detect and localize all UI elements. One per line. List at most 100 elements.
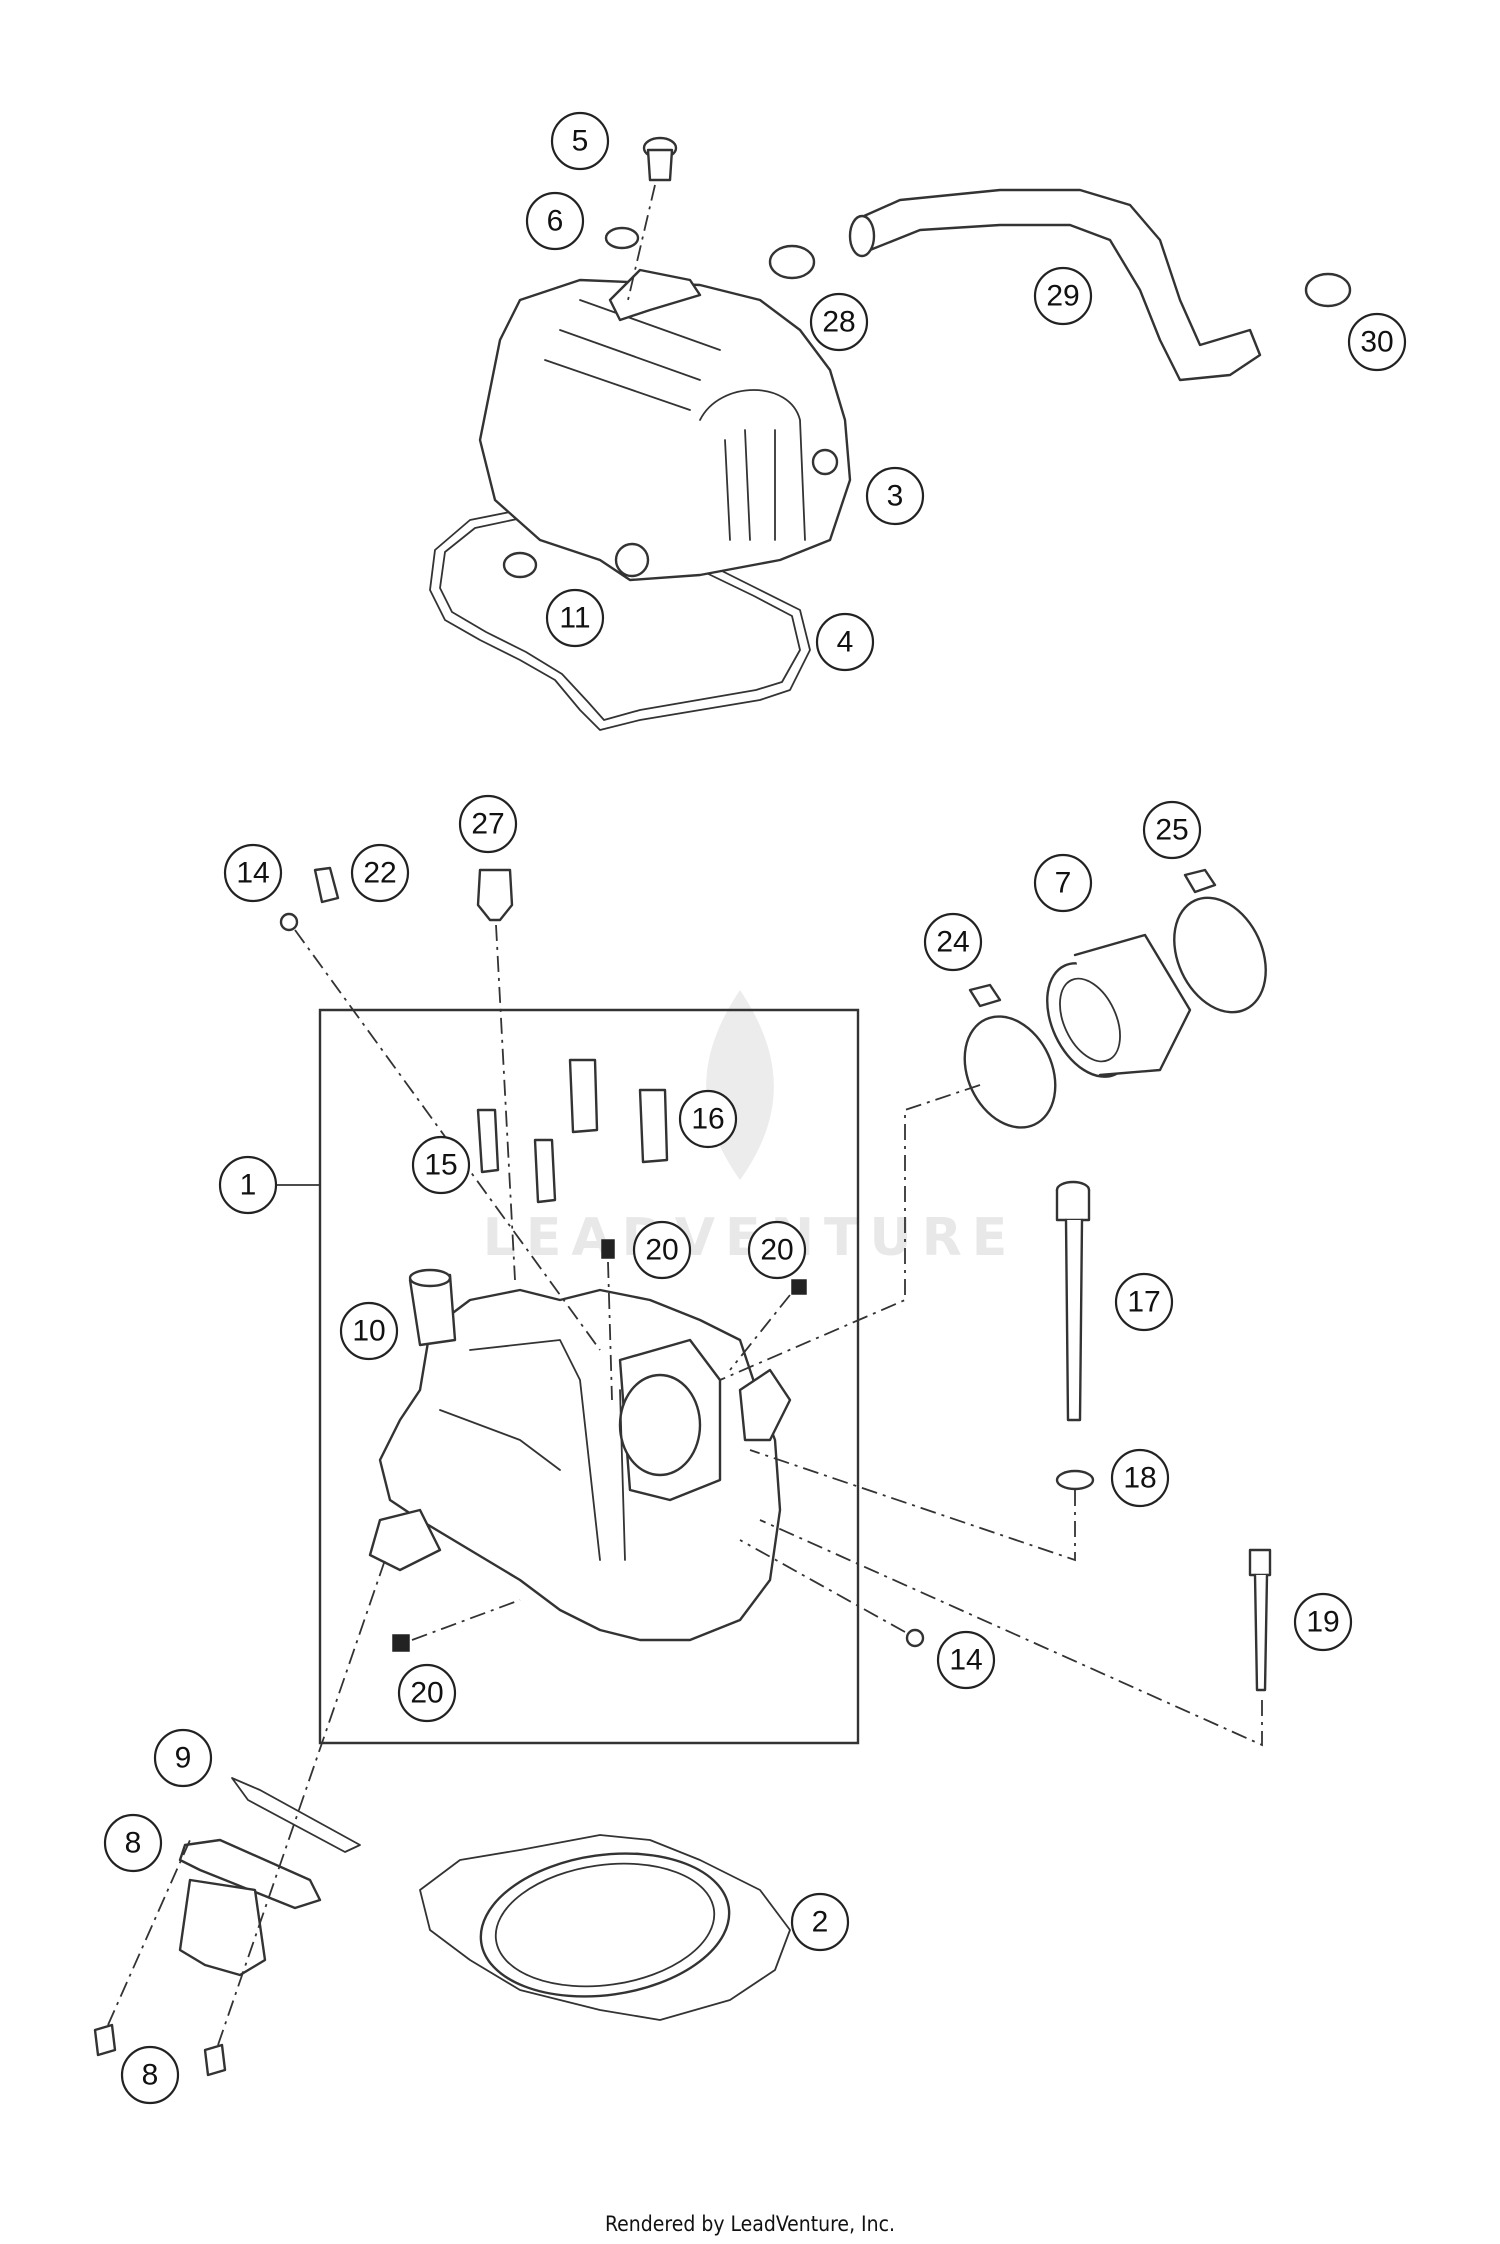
callout-14: 14 <box>936 1630 996 1690</box>
callout-label: 14 <box>949 1644 982 1677</box>
callout-label: 24 <box>936 926 969 959</box>
watermark-text: LEADVENTURE <box>483 1208 1018 1268</box>
callout-11: 10 <box>339 1301 399 1361</box>
hose-clamp-30 <box>1304 272 1352 308</box>
callout-label: 30 <box>1360 326 1393 359</box>
head-gasket-bore <box>479 1852 731 1998</box>
assembly-line <box>107 1839 191 2026</box>
callout-label: 7 <box>1055 867 1072 900</box>
callout-label: 2 <box>812 1906 829 1939</box>
valve-cover-rib <box>699 389 806 541</box>
assembly-line <box>739 1539 906 1633</box>
callout-label: 4 <box>837 626 854 659</box>
assembly-line <box>759 1519 1263 1747</box>
callout-label: 27 <box>471 808 504 841</box>
valve-cover-rib <box>724 429 776 541</box>
callout-label: 17 <box>1127 1286 1160 1319</box>
cylinder-head-detail <box>439 1339 626 1561</box>
intake-flange-9 <box>178 1838 322 1977</box>
callout-30: 30 <box>1347 312 1407 372</box>
intake-port <box>368 1508 442 1572</box>
assembly-line <box>627 184 656 301</box>
callout-12: 11 <box>545 588 605 648</box>
plug-tube-top <box>408 1268 452 1288</box>
callout-19: 19 <box>1293 1592 1353 1652</box>
callout-label: 8 <box>125 1827 142 1860</box>
valve-cover-boss <box>811 448 839 476</box>
callout-9: 8 <box>103 1813 163 1873</box>
callout-label: 15 <box>424 1149 457 1182</box>
assembly-line <box>217 1559 386 2046</box>
callout-label: 19 <box>1306 1606 1339 1639</box>
washer-18 <box>1055 1469 1095 1491</box>
callout-29: 29 <box>1033 266 1093 326</box>
plug-14-right <box>905 1628 925 1648</box>
callout-20: 20 <box>397 1663 457 1723</box>
callout-label: 11 <box>559 602 590 635</box>
plug-20 <box>601 1239 615 1259</box>
washer-6 <box>604 226 640 250</box>
plug-14-top <box>279 912 299 932</box>
callout-label: 22 <box>363 857 396 890</box>
valve-guide-15 <box>476 1108 500 1174</box>
callout-1: 1 <box>218 1155 278 1215</box>
valve-guide-16 <box>568 1058 599 1134</box>
valve-cover-rib <box>544 299 721 411</box>
callout-label: 20 <box>410 1677 443 1710</box>
callout-16: 16 <box>678 1089 738 1149</box>
callout-28: 28 <box>809 292 869 352</box>
intake-boot-7 <box>1046 933 1192 1078</box>
callout-15: 15 <box>411 1135 471 1195</box>
bearing-bore <box>618 1373 702 1477</box>
callout-20: 20 <box>747 1220 807 1280</box>
temperature-sensor-27 <box>476 868 514 922</box>
assembly-line <box>749 1449 1076 1562</box>
callout-2: 2 <box>790 1892 850 1952</box>
callout-label: 14 <box>236 857 269 890</box>
plug-22 <box>313 866 340 904</box>
callout-4: 4 <box>815 612 875 672</box>
exhaust-port <box>738 1368 792 1442</box>
callout-label: 3 <box>887 480 904 513</box>
assembly-line <box>607 1261 613 1401</box>
callout-label: 18 <box>1123 1462 1156 1495</box>
callout-label: 20 <box>760 1234 793 1267</box>
intake-clamp-25 <box>1173 868 1267 1014</box>
watermark-logo-icon <box>706 990 774 1180</box>
hose-end <box>848 214 876 258</box>
head-gasket-bore-inner <box>494 1862 716 1988</box>
hose-clamp-28 <box>768 244 816 280</box>
callout-6: 6 <box>525 191 585 251</box>
callout-label: 8 <box>142 2059 159 2092</box>
callout-14: 14 <box>223 843 283 903</box>
callout-3: 3 <box>865 466 925 526</box>
flange-gasket-10 <box>231 1777 361 1853</box>
bolt-5 <box>642 136 678 182</box>
plug-20 <box>392 1634 410 1652</box>
bolt-17 <box>1055 1180 1091 1422</box>
assembly-line <box>495 924 516 1281</box>
callout-20: 20 <box>632 1220 692 1280</box>
bolt-8 <box>93 2023 117 2057</box>
callout-17: 17 <box>1114 1272 1174 1332</box>
bolt-8 <box>203 2043 227 2077</box>
cylinder-head-frame <box>318 1008 860 1745</box>
valve-cover-boss <box>614 542 650 578</box>
callout-label: 16 <box>691 1103 724 1136</box>
callout-24: 24 <box>923 912 983 972</box>
footer-credit: Rendered by LeadVenture, Inc. <box>605 2212 895 2236</box>
callout-label: 5 <box>572 125 589 158</box>
head-gasket-2 <box>419 1834 791 2021</box>
plug-20 <box>791 1279 807 1295</box>
callout-label: 1 <box>240 1169 257 1202</box>
callout-27: 27 <box>458 794 518 854</box>
breather-hose <box>853 188 1262 382</box>
valve-guide-16 <box>638 1088 669 1164</box>
valve-guide-15 <box>533 1138 557 1204</box>
callout-7: 7 <box>1033 853 1093 913</box>
watermark: LEADVENTURE <box>483 990 1018 1268</box>
assembly-line <box>411 1599 521 1641</box>
callout-10: 9 <box>153 1728 213 1788</box>
callout-label: 25 <box>1155 814 1188 847</box>
callout-8: 68 <box>120 2045 180 2105</box>
